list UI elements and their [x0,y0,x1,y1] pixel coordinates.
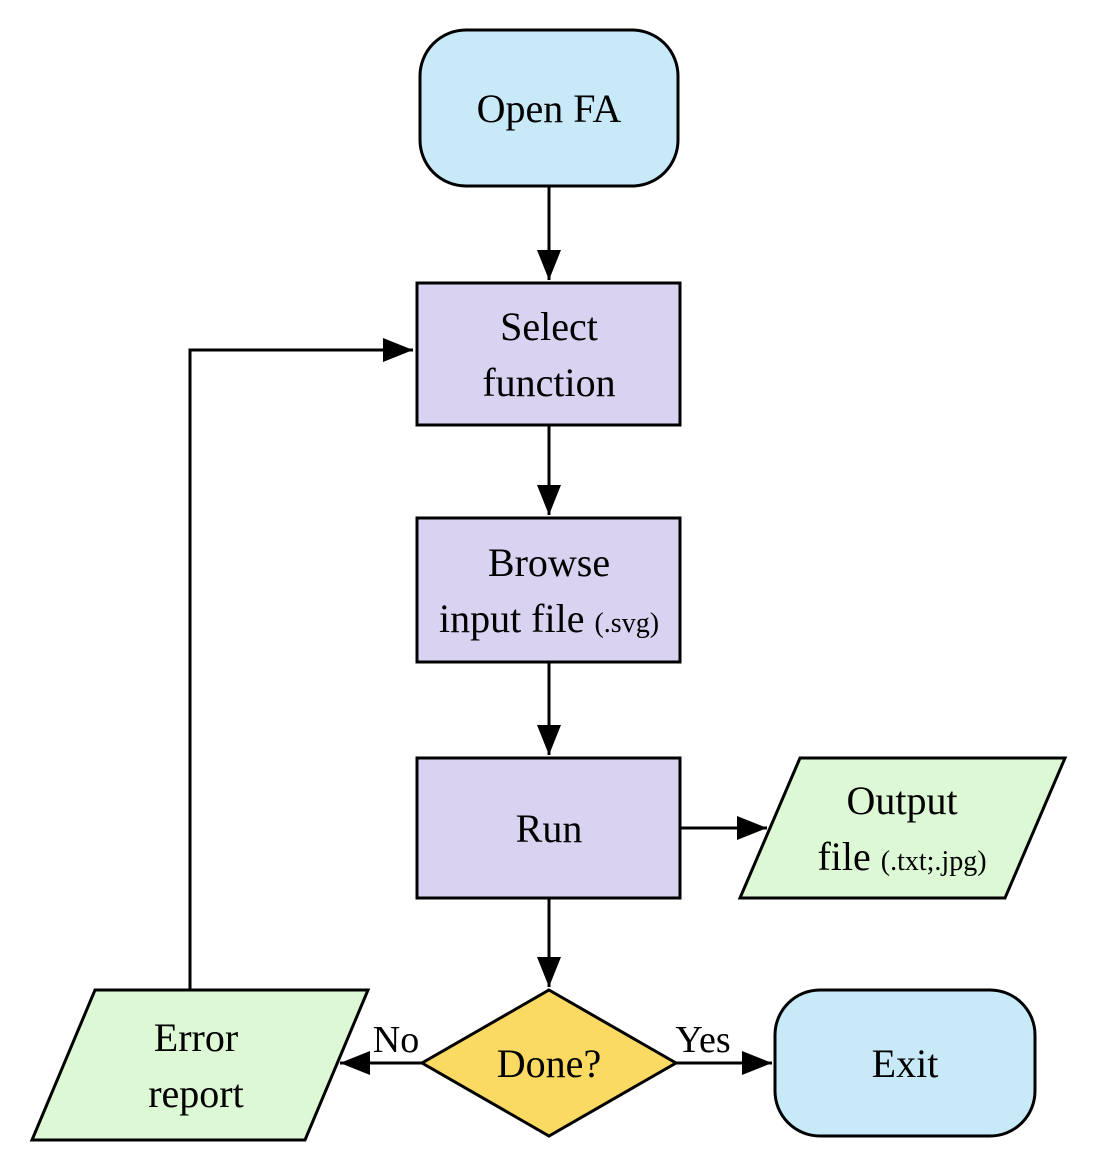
browse-input-shape [415,516,682,664]
run-label: Run [516,806,583,851]
browse-input-label-line2: input file (.svg) [439,596,659,641]
select-function-label-line2: function [482,360,615,405]
edge-error-loop-to-select [188,338,413,990]
browse-input-label-line1: Browse [488,540,610,585]
select-function-shape [415,281,682,427]
exit-shape [773,988,1037,1138]
edge-label-no: No [373,1019,419,1061]
edges [188,186,772,1075]
done-shape [418,988,680,1138]
node-done: Done? [418,988,680,1138]
edge-label-yes: Yes [675,1019,730,1061]
error-report-label-line1: Error [154,1015,238,1060]
error-report-shape [29,988,371,1142]
output-file-label-line2-main: file [817,834,880,879]
node-error-report: Error report [29,988,371,1142]
node-exit: Exit [773,988,1037,1138]
output-file-label-line2-small: (.txt;.jpg) [881,846,987,877]
browse-input-label-line2-main: input file [439,596,595,641]
node-run: Run [415,756,682,900]
node-select-function: Select function [415,281,682,427]
select-function-label-line1: Select [500,304,598,349]
output-file-shape [737,756,1068,900]
node-browse-input: Browse input file (.svg) [415,516,682,664]
exit-label: Exit [872,1041,939,1086]
run-shape [415,756,682,900]
error-report-label-line2: report [148,1071,244,1116]
browse-input-label-line2-small: (.svg) [594,608,659,639]
open-fa-shape [418,28,680,188]
open-fa-label: Open FA [477,86,622,131]
output-file-label-line1: Output [846,778,957,823]
output-file-label-line2: file (.txt;.jpg) [817,834,986,879]
done-label: Done? [497,1041,601,1086]
node-open-fa: Open FA [418,28,680,188]
node-output-file: Output file (.txt;.jpg) [737,756,1068,900]
